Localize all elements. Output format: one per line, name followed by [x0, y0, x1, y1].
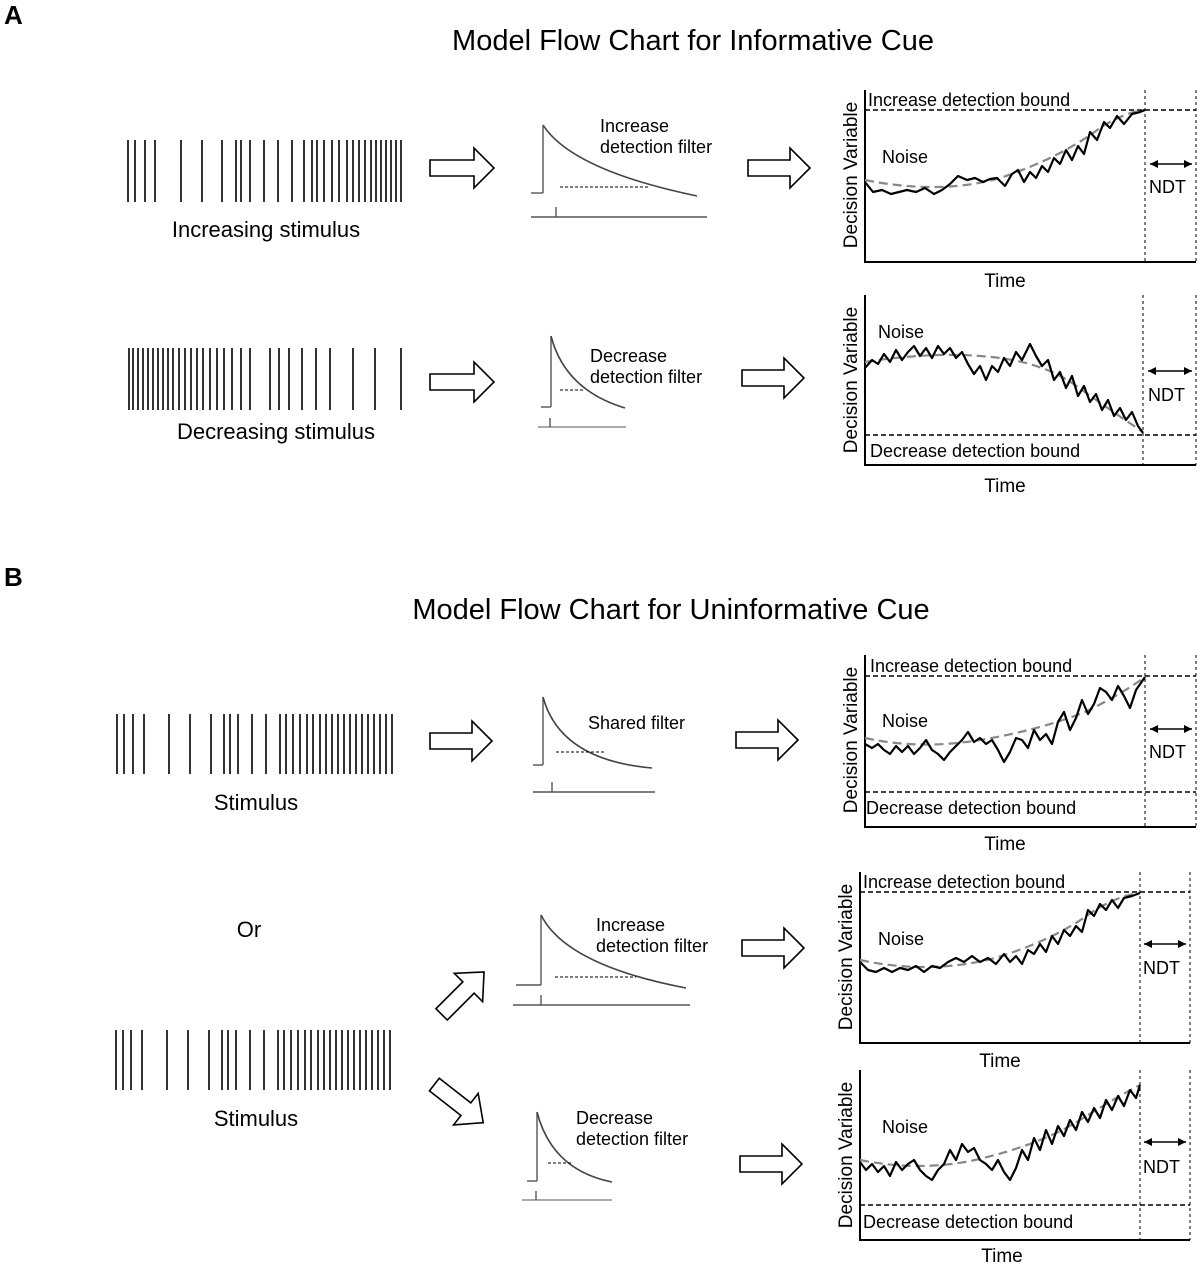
- right-arrow-icon: [429, 360, 496, 404]
- ndt-label: NDT: [1143, 958, 1180, 978]
- decreasing-stimulus-label: Decreasing stimulus: [177, 419, 375, 444]
- ndt-label: NDT: [1149, 177, 1186, 197]
- ndt-right-arrowhead-icon: [1178, 1138, 1186, 1146]
- increase-detection-filter: [513, 914, 690, 1006]
- decrease-filter-label-line1: Decrease: [576, 1108, 653, 1128]
- noise-label: Noise: [878, 929, 924, 949]
- increase-detection-bound-label: Increase detection bound: [863, 872, 1065, 892]
- x-axis-label: Time: [979, 1051, 1021, 1072]
- right-arrow-icon: [429, 719, 494, 763]
- ndt-right-arrowhead-icon: [1184, 160, 1192, 168]
- right-arrow-icon: [429, 146, 496, 190]
- ndt-label: NDT: [1143, 1157, 1180, 1177]
- right-arrow-icon: [741, 356, 806, 400]
- increasing-stimulus-spike-train: [127, 140, 402, 202]
- x-axis-label: Time: [984, 271, 1026, 292]
- right-arrow-icon: [735, 718, 800, 762]
- increase-filter-label-line1: Increase: [596, 915, 665, 935]
- down-right-arrow-icon: [428, 1077, 485, 1126]
- ndt-left-arrowhead-icon: [1150, 725, 1158, 733]
- stimulus-spike-train-2: [115, 1030, 391, 1090]
- shared-filter: [533, 696, 655, 793]
- decision-plot-b2: [859, 872, 1191, 1044]
- decrease-filter-label-line2: detection filter: [590, 367, 702, 387]
- ndt-left-arrowhead-icon: [1150, 160, 1158, 168]
- x-axis-label: Time: [984, 834, 1026, 855]
- increase-detection-filter: [531, 124, 707, 218]
- decrease-detection-filter: [538, 335, 626, 428]
- increase-detection-bound-label: Increase detection bound: [870, 656, 1072, 676]
- ndt-left-arrowhead-icon: [1148, 367, 1156, 375]
- up-right-arrow-icon: [434, 971, 485, 1022]
- or-label: Or: [237, 917, 261, 942]
- ndt-left-arrowhead-icon: [1144, 940, 1152, 948]
- panel-a-title: Model Flow Chart for Informative Cue: [452, 25, 934, 57]
- y-axis-label: Decision Variable: [841, 307, 862, 453]
- ndt-label: NDT: [1149, 742, 1186, 762]
- panel-b-letter: B: [4, 562, 23, 592]
- stimulus-spike-train-1: [116, 714, 393, 774]
- y-axis-label: Decision Variable: [841, 667, 862, 813]
- decrease-detection-filter: [522, 1111, 613, 1201]
- right-arrow-icon: [739, 1142, 804, 1186]
- ndt-label: NDT: [1148, 385, 1185, 405]
- noise-label: Noise: [882, 1117, 928, 1137]
- decision-plot-a2: [864, 295, 1197, 466]
- ndt-right-arrowhead-icon: [1178, 940, 1186, 948]
- panel-a-letter: A: [4, 0, 23, 30]
- increasing-stimulus-label: Increasing stimulus: [172, 217, 360, 242]
- x-axis-label: Time: [984, 476, 1026, 497]
- shared-filter-label: Shared filter: [588, 713, 685, 733]
- increase-filter-label-line1: Increase: [600, 116, 669, 136]
- noise-label: Noise: [882, 147, 928, 167]
- decrease-filter-label-line1: Decrease: [590, 346, 667, 366]
- decreasing-stimulus-spike-train: [128, 348, 402, 410]
- increase-detection-bound-label: Increase detection bound: [868, 90, 1070, 110]
- decision-plot-b3: [859, 1070, 1191, 1241]
- stimulus-label: Stimulus: [214, 1106, 298, 1131]
- y-axis-label: Decision Variable: [836, 884, 857, 1030]
- decision-plot-a1: [864, 90, 1197, 263]
- increase-filter-label-line2: detection filter: [600, 137, 712, 157]
- ndt-right-arrowhead-icon: [1184, 367, 1192, 375]
- x-axis-label: Time: [981, 1246, 1023, 1267]
- decrease-detection-bound-label: Decrease detection bound: [866, 798, 1076, 818]
- stimulus-label: Stimulus: [214, 790, 298, 815]
- decrease-detection-bound-label: Decrease detection bound: [870, 441, 1080, 461]
- decrease-filter-label-line2: detection filter: [576, 1129, 688, 1149]
- ndt-left-arrowhead-icon: [1144, 1138, 1152, 1146]
- panel-b-title: Model Flow Chart for Uninformative Cue: [412, 594, 929, 626]
- y-axis-label: Decision Variable: [836, 1082, 857, 1228]
- increase-filter-label-line2: detection filter: [596, 936, 708, 956]
- right-arrow-icon: [741, 926, 806, 970]
- decrease-detection-bound-label: Decrease detection bound: [863, 1212, 1073, 1232]
- noise-label: Noise: [878, 322, 924, 342]
- ndt-right-arrowhead-icon: [1184, 725, 1192, 733]
- noise-label: Noise: [882, 711, 928, 731]
- y-axis-label: Decision Variable: [841, 102, 862, 248]
- right-arrow-icon: [747, 146, 812, 190]
- decision-plot-b1: [864, 655, 1197, 828]
